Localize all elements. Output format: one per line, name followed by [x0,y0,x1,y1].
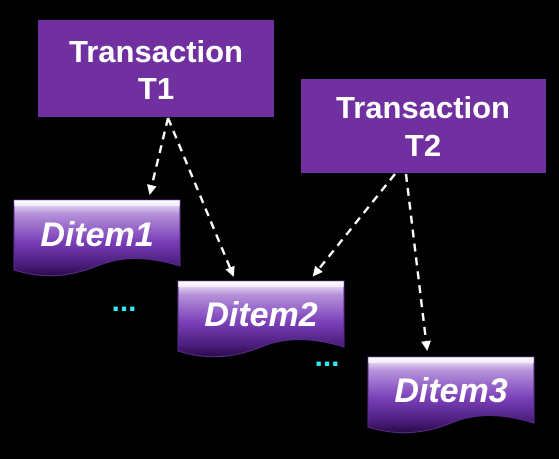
transaction-t2-line1: Transaction [336,90,510,125]
ellipsis-left: ... [111,285,136,318]
edge-t1-ditem1 [147,117,170,195]
transaction-t1-line1: Transaction [69,34,243,69]
ditem1-highlight [14,200,180,206]
data-item-ditem1: Ditem1 [13,199,181,277]
ellipsis-middle: ... [314,340,339,373]
edge-t2-ditem3 [404,173,432,351]
edge-t1-ditem2 [166,117,235,277]
transaction-t2-line2: T2 [405,128,441,163]
ditem2-shape [177,280,345,358]
ditem2-label: Ditem2 [204,296,317,334]
edges-layer [147,117,432,351]
transaction-t1: Transaction T1 [38,20,274,117]
transaction-t1-box [38,20,274,117]
ditem3-shape [367,356,535,434]
ditem3-highlight [368,357,534,363]
ditem2-highlight [178,281,344,287]
data-item-ditem3: Ditem3 [367,356,535,434]
transaction-t2-box [301,79,546,173]
ditem3-label: Ditem3 [394,372,507,410]
ditem1-label: Ditem1 [40,216,153,254]
ditem1-shape [13,199,181,277]
transaction-t1-line2: T1 [138,71,174,106]
data-item-ditem2: Ditem2 [177,280,345,358]
transaction-t2: Transaction T2 [301,79,546,173]
edge-t2-ditem2 [312,173,396,277]
